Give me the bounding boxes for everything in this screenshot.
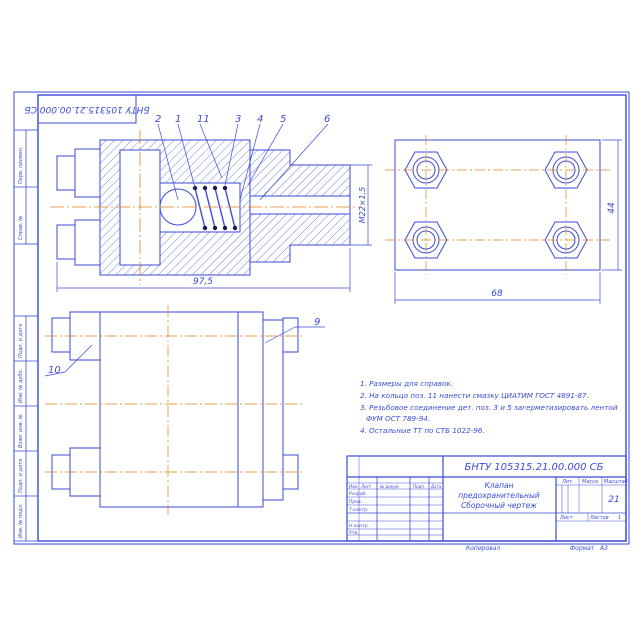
balloon-5: 5 xyxy=(280,114,286,125)
col-list: Лист xyxy=(360,484,372,489)
col-doc: № докум. xyxy=(379,484,400,489)
title-line-1: Клапан xyxy=(484,481,513,490)
note-3-cont: ФУМ ОСТ 789-94. xyxy=(366,414,430,423)
format-value: A3 xyxy=(599,545,608,552)
dim-overall-length: 97,5 xyxy=(193,277,213,287)
balloon-4: 4 xyxy=(257,114,263,125)
header-massa: Масса xyxy=(582,479,598,485)
role-nkontr: Н.контр. xyxy=(349,523,369,529)
side-label-2: Справ. № xyxy=(18,216,24,240)
col-data: Дата xyxy=(430,484,442,489)
section-leaders xyxy=(157,123,329,201)
label-list: Лист xyxy=(559,515,574,521)
side-view xyxy=(45,305,305,515)
sheets-value: 1 xyxy=(618,515,621,521)
format-label: Формат xyxy=(570,545,595,552)
side-label-3: Подп. и дата xyxy=(18,324,24,358)
balloon-11: 11 xyxy=(197,114,210,125)
role-prov: Пров. xyxy=(349,499,362,505)
col-izm: Изм. xyxy=(349,484,358,489)
balloon-3: 3 xyxy=(235,114,241,125)
dim-thread: M22×1,5 xyxy=(358,187,367,224)
title-line-2: предохранительный xyxy=(458,491,540,500)
role-utv: Утв. xyxy=(349,530,358,536)
title-block-designation: БНТУ 105315.21.00.000 СБ xyxy=(464,462,603,473)
side-label-7: Инв. № подл. xyxy=(18,504,24,539)
section-view xyxy=(50,130,362,285)
side-label-1: Перв. примен. xyxy=(18,146,24,184)
balloon-10: 10 xyxy=(48,365,61,376)
title-line-3: Сборочный чертеж xyxy=(461,501,537,510)
note-4: 4. Остальные ТТ по СТБ 1022-96. xyxy=(360,426,485,435)
note-2: 2. На кольцо поз. 11 нанести смазку ЦИАТ… xyxy=(360,391,589,400)
balloon-1: 1 xyxy=(175,114,181,125)
copied-label: Копировал xyxy=(466,545,500,552)
header-masshtab: Масштаб xyxy=(604,479,628,485)
top-designation: БНТУ 105315.21.00.000 СБ xyxy=(24,104,149,114)
dim-plate-height: 44 xyxy=(607,202,617,214)
header-lit: Лит. xyxy=(561,479,574,485)
side-label-4: Инв. № дубл. xyxy=(18,369,24,403)
dim-plate-width: 68 xyxy=(491,289,503,299)
side-stamp xyxy=(13,129,39,542)
top-designation-box: БНТУ 105315.21.00.000 СБ xyxy=(24,94,150,124)
col-podp: Подп. xyxy=(413,484,425,489)
section-dimensions xyxy=(56,164,372,292)
balloon-9: 9 xyxy=(314,317,320,328)
side-label-5: Взам. инв. № xyxy=(18,414,24,448)
side-label-6: Подп. и дата xyxy=(18,459,24,493)
plan-dimensions xyxy=(394,139,622,304)
title-block xyxy=(346,455,627,542)
balloon-2: 2 xyxy=(155,114,161,125)
role-razrab: Разраб. xyxy=(349,491,367,497)
label-listov: Листов xyxy=(589,515,609,521)
role-tkontr: Т.контр. xyxy=(349,507,369,513)
balloon-6: 6 xyxy=(324,114,330,125)
note-3: 3. Резьбовое соединение дет. поз. 3 и 5 … xyxy=(360,403,618,412)
sheet-number: 21 xyxy=(608,495,619,505)
side-leaders xyxy=(44,326,325,377)
technical-notes: 1. Размеры для справок. 2. На кольцо поз… xyxy=(360,379,618,435)
note-1: 1. Размеры для справок. xyxy=(360,379,453,388)
plan-view xyxy=(385,135,610,275)
